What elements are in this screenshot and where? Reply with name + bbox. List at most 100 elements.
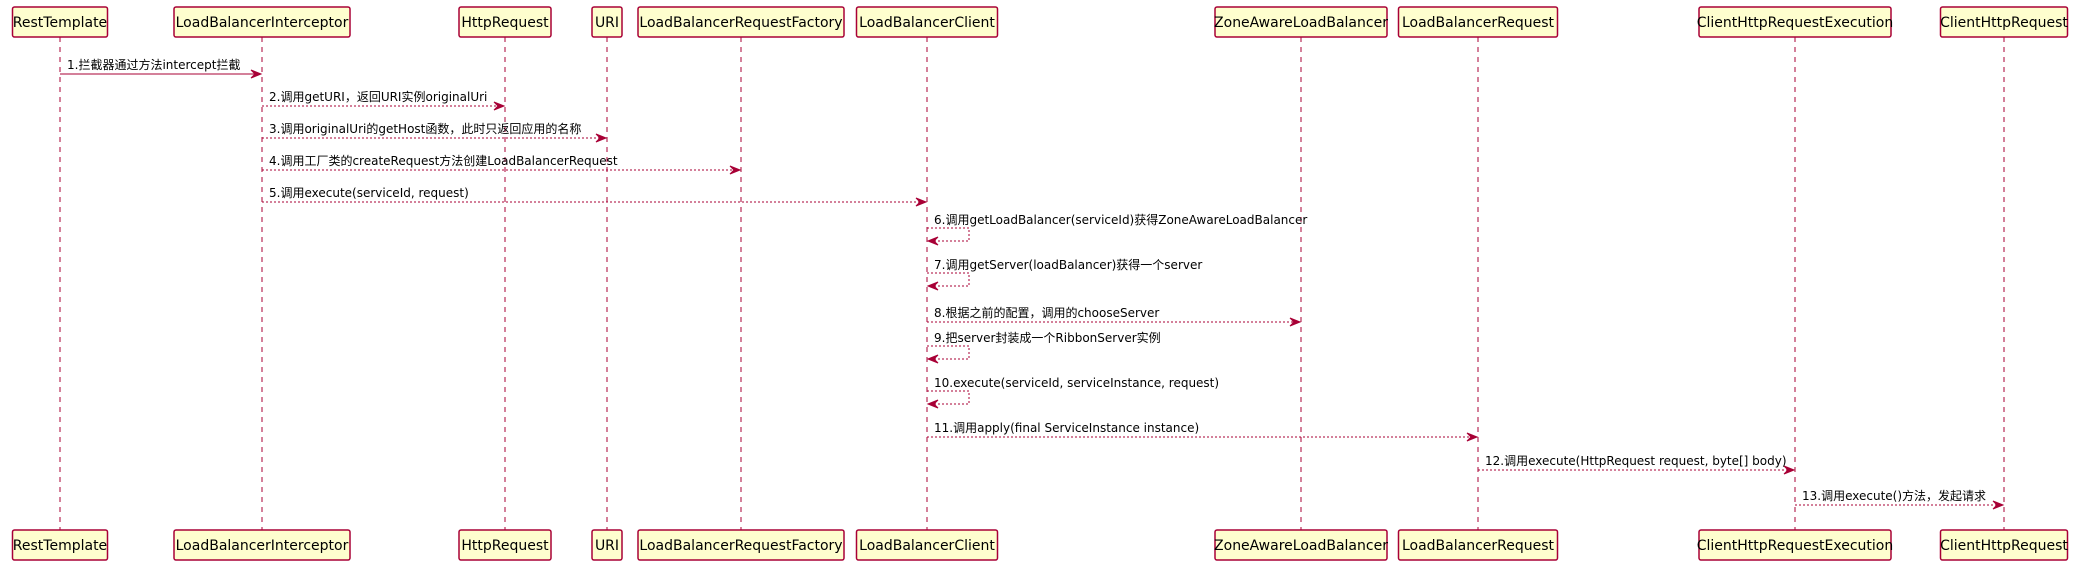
participant-label: ClientHttpRequestExecution	[1697, 15, 1894, 31]
participant-bottom-client-http-request: ClientHttpRequest	[1939, 529, 2069, 561]
participant-label: ClientHttpRequestExecution	[1697, 538, 1894, 554]
arrowhead	[1289, 317, 1302, 327]
message-4: 4.调用工厂类的createRequest方法创建LoadBalancerReq…	[262, 153, 742, 175]
participant-box	[1397, 529, 1559, 561]
participant-box	[173, 529, 351, 561]
message-line	[927, 227, 970, 242]
message-13: 13.调用execute()方法，发起请求	[1795, 488, 2005, 510]
message-label: 2.调用getURI，返回URI实例originalUri	[269, 89, 487, 104]
participant-top-http-request: HttpRequest	[458, 6, 552, 38]
participant-box	[1698, 6, 1892, 38]
message-label: 8.根据之前的配置，调用的chooseServer	[934, 305, 1159, 320]
arrowhead	[915, 197, 928, 207]
message-label: 3.调用originalUri的getHost函数，此时只返回应用的名称	[269, 121, 581, 136]
participant-bottom-load-balancer-request-factory: LoadBalancerRequestFactory	[637, 529, 845, 561]
message-1: 1.拦截器通过方法intercept拦截	[60, 57, 263, 79]
participant-label: RestTemplate	[13, 15, 107, 31]
participant-label: LoadBalancerRequest	[1402, 538, 1555, 554]
participant-box	[1397, 6, 1559, 38]
participant-label: ClientHttpRequest	[1940, 538, 2068, 554]
participant-top-load-balancer-client: LoadBalancerClient	[855, 6, 999, 38]
participant-label: LoadBalancerInterceptor	[176, 538, 349, 554]
message-9: 9.把server封装成一个RibbonServer实例	[926, 330, 1161, 364]
message-label: 6.调用getLoadBalancer(serviceId)获得ZoneAwar…	[934, 212, 1307, 227]
participant-bottom-load-balancer-interceptor: LoadBalancerInterceptor	[173, 529, 351, 561]
message-7: 7.调用getServer(loadBalancer)获得一个server	[926, 257, 1202, 291]
participant-bottom-http-request: HttpRequest	[458, 529, 552, 561]
arrowhead	[926, 354, 939, 364]
lifelines	[59, 37, 2005, 530]
message-12: 12.调用execute(HttpRequest request, byte[]…	[1478, 454, 1796, 475]
participant-box	[173, 6, 351, 38]
participant-bottom-load-balancer-client: LoadBalancerClient	[855, 529, 999, 561]
participant-box	[591, 529, 623, 561]
message-label: 7.调用getServer(loadBalancer)获得一个server	[934, 257, 1202, 272]
participant-label: ZoneAwareLoadBalancer	[1214, 15, 1388, 31]
participant-bottom-rest-template: RestTemplate	[11, 529, 109, 561]
message-label: 1.拦截器通过方法intercept拦截	[67, 57, 240, 72]
message-line	[927, 272, 970, 287]
message-5: 5.调用execute(serviceId, request)	[262, 186, 928, 207]
arrowhead	[926, 281, 939, 291]
participant-box	[1698, 529, 1892, 561]
participant-bottom-zone-aware-load-balancer: ZoneAwareLoadBalancer	[1214, 529, 1388, 561]
messages: 1.拦截器通过方法intercept拦截 2.调用getURI，返回URI实例or…	[60, 57, 2005, 510]
participant-box	[591, 6, 623, 38]
message-label: 9.把server封装成一个RibbonServer实例	[934, 330, 1161, 345]
participant-top-client-http-request: ClientHttpRequest	[1939, 6, 2068, 38]
participant-label: URI	[595, 538, 619, 554]
message-3: 3.调用originalUri的getHost函数，此时只返回应用的名称	[262, 121, 608, 143]
arrowhead	[595, 133, 608, 143]
message-line	[927, 345, 970, 360]
participant-label: ZoneAwareLoadBalancer	[1214, 538, 1388, 554]
participant-label: LoadBalancerInterceptor	[176, 15, 349, 31]
arrowhead	[250, 69, 263, 79]
message-label: 4.调用工厂类的createRequest方法创建LoadBalancerReq…	[269, 153, 618, 168]
message-label: 10.execute(serviceId, serviceInstance, r…	[934, 376, 1219, 390]
participant-box	[855, 6, 999, 38]
message-11: 11.调用apply(final ServiceInstance instanc…	[927, 421, 1479, 442]
message-2: 2.调用getURI，返回URI实例originalUri	[262, 89, 506, 111]
participant-label: URI	[595, 15, 619, 31]
participant-box	[855, 529, 999, 561]
participant-top-rest-template: RestTemplate	[11, 6, 109, 38]
participant-top-load-balancer-request: LoadBalancerRequest	[1397, 6, 1559, 38]
participant-label: LoadBalancerRequestFactory	[639, 15, 842, 31]
participant-box	[458, 529, 552, 561]
participant-label: HttpRequest	[461, 538, 549, 554]
participant-box	[1214, 529, 1388, 561]
participant-box	[11, 6, 109, 38]
participant-box	[458, 6, 552, 38]
participant-top-client-http-request-execution: ClientHttpRequestExecution	[1697, 6, 1894, 38]
message-line	[927, 390, 970, 405]
arrowhead	[926, 399, 939, 409]
participant-box	[637, 6, 845, 38]
participant-bottom-uri: URI	[591, 529, 623, 561]
participant-label: ClientHttpRequest	[1940, 15, 2068, 31]
message-label: 5.调用execute(serviceId, request)	[269, 186, 469, 200]
message-10: 10.execute(serviceId, serviceInstance, r…	[926, 376, 1219, 409]
participant-label: LoadBalancerRequestFactory	[639, 538, 842, 554]
arrowhead	[1992, 500, 2005, 510]
participant-top-zone-aware-load-balancer: ZoneAwareLoadBalancer	[1214, 6, 1388, 38]
message-8: 8.根据之前的配置，调用的chooseServer	[927, 305, 1302, 327]
participant-box	[1214, 6, 1388, 38]
participants: RestTemplateRestTemplateLoadBalancerInte…	[11, 6, 2069, 561]
arrowhead	[1466, 432, 1479, 442]
participant-label: RestTemplate	[13, 538, 107, 554]
participant-top-uri: URI	[591, 6, 623, 38]
participant-label: LoadBalancerClient	[859, 15, 995, 31]
participant-top-load-balancer-interceptor: LoadBalancerInterceptor	[173, 6, 351, 38]
arrowhead	[493, 101, 506, 111]
arrowhead	[729, 165, 742, 175]
participant-bottom-load-balancer-request: LoadBalancerRequest	[1397, 529, 1559, 561]
arrowhead	[1783, 465, 1796, 475]
message-label: 11.调用apply(final ServiceInstance instanc…	[934, 421, 1199, 435]
participant-top-load-balancer-request-factory: LoadBalancerRequestFactory	[637, 6, 845, 38]
participant-label: HttpRequest	[461, 15, 549, 31]
participant-box	[1939, 529, 2069, 561]
participant-box	[11, 529, 109, 561]
participant-label: LoadBalancerRequest	[1402, 15, 1555, 31]
message-label: 12.调用execute(HttpRequest request, byte[]…	[1485, 454, 1787, 468]
participant-bottom-client-http-request-execution: ClientHttpRequestExecution	[1697, 529, 1894, 561]
